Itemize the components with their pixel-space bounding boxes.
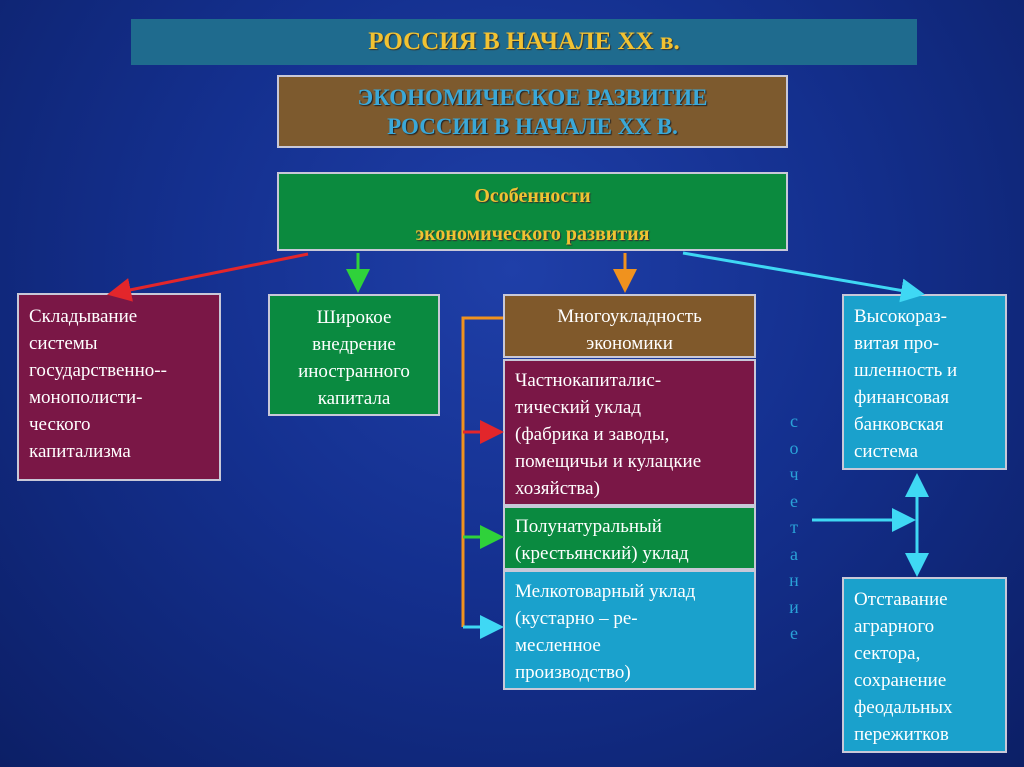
box-agrarian-lag: Отставание аграрного сектора, сохранение… xyxy=(842,577,1007,753)
box-private-capitalist-structure: Частнокапиталис- тический уклад (фабрика… xyxy=(503,359,756,506)
box-state-monopoly-capitalism: Складывание системы государственно-- мон… xyxy=(17,293,221,481)
features-line-1: Особенности xyxy=(474,185,591,207)
combination-letter: и xyxy=(789,596,799,617)
combination-letter: с xyxy=(790,411,798,431)
structures-bracket xyxy=(461,316,503,627)
box-multistructure-economy: Многоукладность экономики xyxy=(503,294,756,358)
combination-letter: т xyxy=(790,517,798,537)
box-developed-industry: Высокораз- витая про- шленность и финанс… xyxy=(842,294,1007,470)
slide-title: РОССИЯ В НАЧАЛЕ XX в. xyxy=(131,19,917,65)
combination-letter: е xyxy=(790,623,798,643)
combination-letter: е xyxy=(790,490,798,511)
arrow-to-industry xyxy=(682,251,925,303)
subtitle-box: ЭКОНОМИЧЕСКОЕ РАЗВИТИЕ РОССИИ В НАЧАЛЕ X… xyxy=(277,75,788,148)
subtitle-text: ЭКОНОМИЧЕСКОЕ РАЗВИТИЕ РОССИИ В НАЧАЛЕ X… xyxy=(357,84,708,139)
box-small-commodity-structure: Мелкотоварный уклад (кустарно – ре- месл… xyxy=(503,570,756,690)
combination-letter: а xyxy=(790,543,798,564)
features-line-2: экономического развития xyxy=(415,223,650,245)
box-seminatural-structure: Полунатуральный (крестьянский) уклад xyxy=(503,506,756,570)
combination-letter: ч xyxy=(789,464,799,484)
arrow-to-monopoly xyxy=(107,252,309,302)
combination-letter: н xyxy=(789,570,799,590)
slide-title-text: РОССИЯ В НАЧАЛЕ XX в. xyxy=(368,28,680,55)
box-foreign-capital: Широкое внедрение иностранного капитала xyxy=(268,294,440,416)
features-box: Особенности экономического развития xyxy=(277,172,788,251)
combination-letter: о xyxy=(789,437,799,458)
combination-vertical-word: с о ч е т а н и е xyxy=(784,408,804,647)
